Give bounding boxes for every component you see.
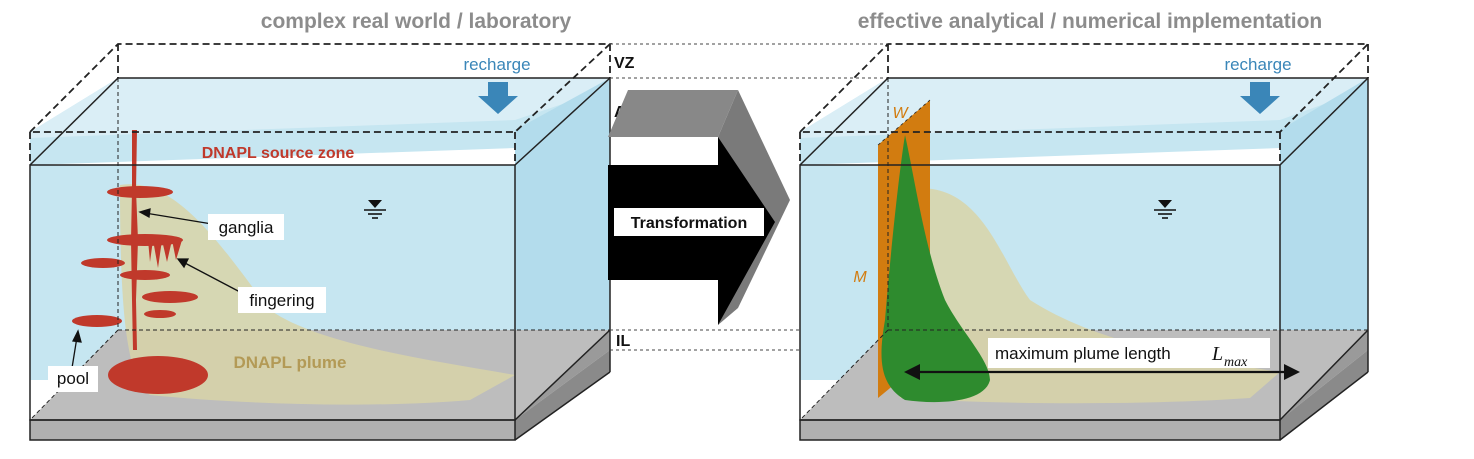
left-dnapl-plume [120, 184, 515, 405]
green-plume [881, 135, 990, 403]
ganglia-blob [107, 186, 173, 198]
layer-guides [610, 43, 888, 351]
ganglia-label-bg [208, 214, 284, 240]
lmax-subscript: max [1224, 355, 1248, 370]
left-front-outline [29, 164, 516, 421]
pool-label: pool [57, 369, 89, 388]
left-recharge-label: recharge [463, 55, 530, 74]
recharge-arrow-icon [1240, 82, 1280, 114]
max-length-arrow [904, 364, 1300, 380]
source-width-label: W [892, 105, 909, 122]
fingering-label-bg [238, 287, 326, 313]
water-table-icon [1154, 200, 1176, 219]
left-title: complex real world / laboratory [261, 10, 572, 33]
left-side-water [515, 78, 610, 380]
left-source-zone-label: DNAPL source zone [202, 145, 355, 162]
right-impermeable-front [799, 419, 1281, 441]
right-side-water [1280, 78, 1368, 380]
bottom-pool [108, 356, 208, 394]
left-impermeable-front [29, 419, 516, 441]
fingering-label: fingering [249, 291, 314, 310]
transformation-label-bg [614, 208, 764, 236]
layer-label-il: IL [616, 333, 630, 350]
pool-label-bg [48, 366, 98, 392]
transformation-label: Transformation [631, 215, 747, 232]
water-table-icon [364, 200, 386, 219]
fingers [148, 240, 182, 268]
left-plume-label: DNAPL plume [233, 353, 346, 372]
lmax-symbol: L [1211, 343, 1223, 365]
left-annotation-pointers [71, 208, 241, 369]
ganglia-label: ganglia [219, 218, 274, 237]
right-block-diagram: W M recharge maximum plume length L max [797, 43, 1371, 441]
transformation-arrow-icon [608, 90, 790, 325]
left-dnapl-source [72, 130, 208, 394]
max-length-label: maximum plume length [995, 344, 1171, 363]
left-block-diagram: recharge DNAPL source zone ganglia finge… [27, 43, 613, 441]
source-mass-label: M [853, 269, 867, 286]
max-length-label-bg [988, 338, 1270, 368]
layer-label-vz: VZ [614, 55, 635, 72]
pool-blob [72, 315, 122, 327]
right-title: effective analytical / numerical impleme… [858, 10, 1323, 33]
left-top-water-light [30, 78, 610, 138]
recharge-arrow-icon [478, 82, 518, 114]
right-vadose-top [797, 43, 1371, 133]
right-recharge-label: recharge [1224, 55, 1291, 74]
